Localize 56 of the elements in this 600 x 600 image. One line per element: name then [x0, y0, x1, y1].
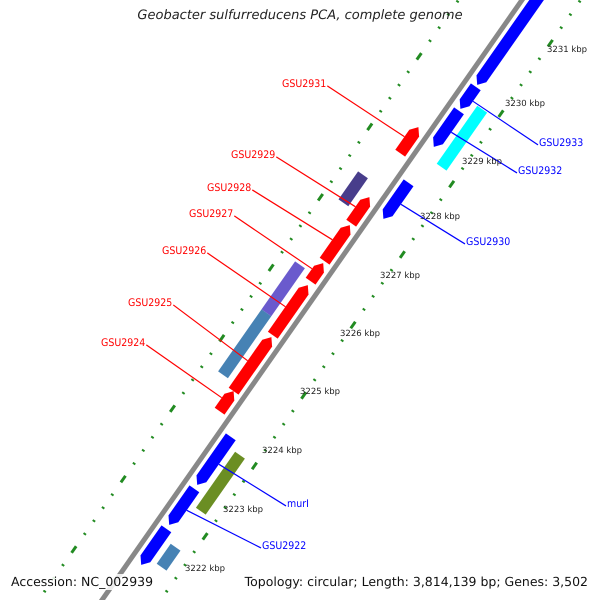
leader-line [206, 252, 286, 308]
feature-bar [196, 452, 245, 515]
leader-line [451, 132, 518, 174]
leader-line [276, 156, 356, 208]
gene-label: GSU2922 [262, 541, 306, 553]
gene-segment [395, 127, 420, 157]
gene-label: GSU2928 [207, 183, 252, 195]
gene-segment [168, 485, 200, 525]
gene-label: GSU2926 [162, 246, 206, 258]
feature-bar [156, 544, 180, 571]
gene-segment [382, 179, 414, 219]
gene-segment [346, 197, 370, 227]
gene-segment [214, 391, 234, 415]
gene-segment [320, 225, 350, 265]
leader-line [218, 464, 286, 506]
leader-line [472, 100, 538, 146]
gene-label: GSU2933 [539, 138, 584, 150]
gene-segment [196, 433, 236, 485]
feature-bar [218, 309, 272, 378]
leader-line [146, 344, 222, 398]
leader-line [186, 510, 262, 548]
ruler-tick-label: 3225 kbp [300, 388, 340, 398]
gene-label: GSU2932 [518, 166, 562, 178]
footer-text: Topology: circular; Length: 3,814,139 bp; Genes: 3,502 [242, 574, 590, 590]
ruler-tick-label: 3223 kbp [223, 506, 264, 516]
map-title: Geobacter sulfurreducens PCA, complete genome [136, 9, 464, 24]
gene-label: GSU2929 [231, 150, 276, 162]
ruler-tick-label: 3231 kbp [547, 46, 588, 56]
gene-label: GSU2927 [189, 209, 234, 221]
leader-line [400, 204, 466, 244]
gene-label: GSU2925 [128, 298, 172, 310]
leader-line [252, 189, 333, 240]
feature-bar [338, 171, 368, 206]
feature-bar [436, 106, 488, 171]
gene-segment [460, 83, 481, 109]
leader-line [326, 85, 405, 138]
leader-line [172, 304, 248, 362]
gene-segment [228, 337, 272, 395]
leader-line [234, 215, 312, 270]
ruler-tick-label: 3226 kbp [340, 330, 380, 340]
gene-segment [433, 107, 464, 147]
gene-label: murI [287, 499, 309, 511]
footer-text: Accession: NC_002939 [9, 574, 156, 590]
gene-label: GSU2924 [101, 338, 146, 350]
ruler-tick-label: 3227 kbp [380, 272, 420, 282]
gene-label: GSU2931 [282, 79, 326, 91]
gene-segment [306, 263, 324, 285]
ruler-tick-label: 3229 kbp [462, 158, 502, 168]
gene-label: GSU2930 [466, 237, 510, 249]
ruler-tick-label: 3222 kbp [185, 565, 226, 574]
ruler-tick-label: 3224 kbp [262, 447, 302, 456]
gene-segment [268, 285, 308, 339]
feature-bar [262, 261, 305, 316]
ruler-tick-label: 3228 kbp [420, 213, 460, 222]
gene-segment [140, 525, 172, 565]
ruler-tick-label: 3230 kbp [505, 100, 546, 110]
